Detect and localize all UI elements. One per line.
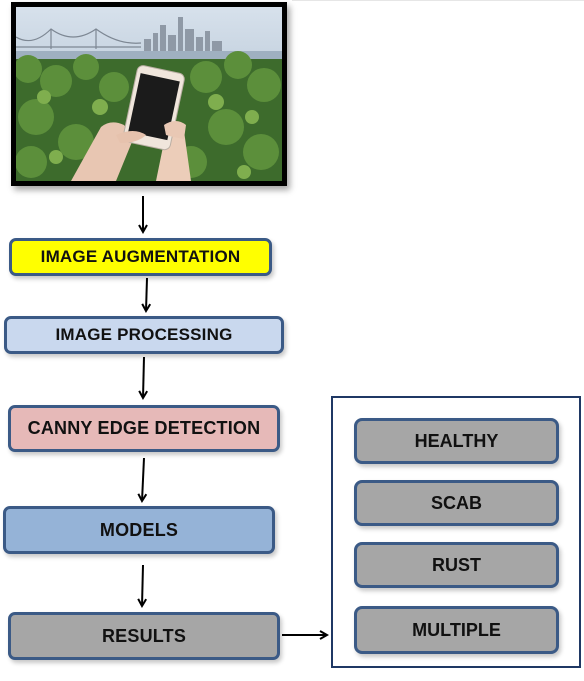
outcome-scab: SCAB (354, 480, 559, 526)
top-divider-line (292, 0, 584, 1)
input-photo (11, 2, 287, 186)
arrow-augmentation-to-processing (146, 277, 147, 311)
arrow-canny-to-models (142, 457, 144, 501)
arrow-models-to-results (142, 564, 143, 606)
image-processing-step: IMAGE PROCESSING (4, 316, 284, 354)
models-step: MODELS (3, 506, 275, 554)
canny-edge-detection-step: CANNY EDGE DETECTION (8, 405, 280, 452)
phone-photographing-plants-image (16, 7, 282, 181)
results-step: RESULTS (8, 612, 280, 660)
outcome-multiple: MULTIPLE (354, 606, 559, 654)
image-augmentation-step: IMAGE AUGMENTATION (9, 238, 272, 276)
outcome-healthy: HEALTHY (354, 418, 559, 464)
outcome-rust: RUST (354, 542, 559, 588)
outcome-panel: HEALTHY SCAB RUST MULTIPLE (331, 396, 581, 668)
arrow-processing-to-canny (143, 356, 144, 398)
